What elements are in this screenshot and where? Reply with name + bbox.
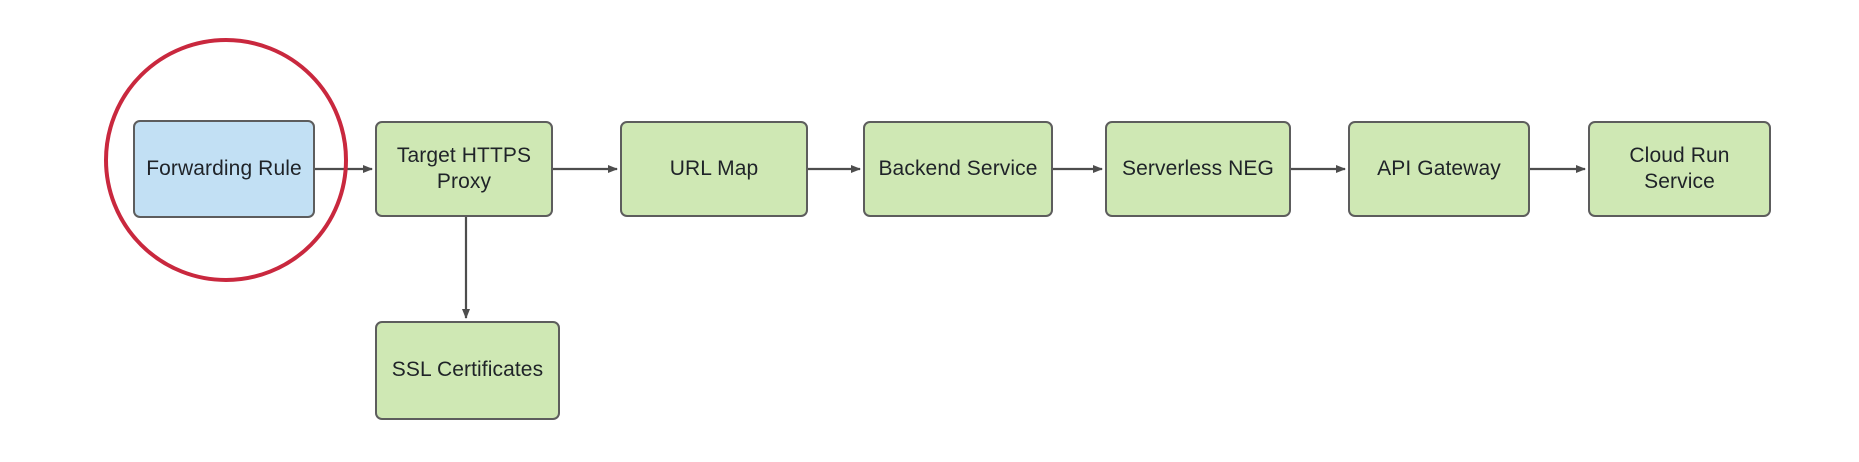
node-label-target-https-proxy: Target HTTPS Proxy: [396, 143, 532, 193]
node-label-backend-service: Backend Service: [878, 156, 1038, 180]
node-label-url-map: URL Map: [669, 156, 759, 180]
node-backend-service[interactable]: Backend Service: [863, 121, 1053, 217]
node-label-ssl-certificates: SSL Certificates: [391, 358, 544, 382]
node-url-map[interactable]: URL Map: [620, 121, 808, 217]
node-forwarding-rule[interactable]: Forwarding Rule: [133, 120, 315, 218]
node-label-forwarding-rule: Forwarding Rule: [146, 156, 302, 180]
node-cloud-run-service[interactable]: Cloud Run Service: [1588, 121, 1771, 217]
node-ssl-certificates[interactable]: SSL Certificates: [375, 321, 560, 420]
node-label-serverless-neg: Serverless NEG: [1122, 156, 1274, 180]
node-target-https-proxy[interactable]: Target HTTPS Proxy: [375, 121, 553, 217]
node-label-cloud-run-service: Cloud Run Service: [1629, 143, 1730, 193]
node-api-gateway[interactable]: API Gateway: [1348, 121, 1530, 217]
node-label-api-gateway: API Gateway: [1377, 156, 1501, 180]
node-serverless-neg[interactable]: Serverless NEG: [1105, 121, 1291, 217]
highlight-circle-forwarding-rule: [104, 38, 348, 282]
